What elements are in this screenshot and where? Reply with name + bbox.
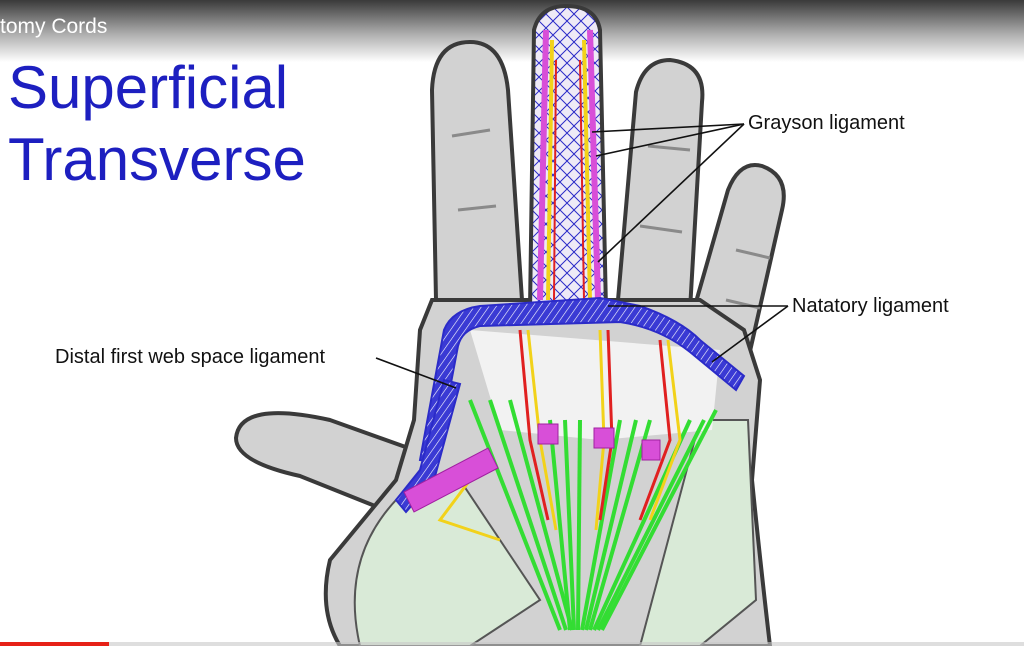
distal-web-leader <box>375 357 457 389</box>
distal-first-web-band <box>394 378 462 514</box>
grayson-leader-3 <box>597 123 745 263</box>
index-finger <box>429 39 525 302</box>
pulleys <box>403 423 661 513</box>
natatory-ligament-label: Natatory ligament <box>792 295 949 317</box>
distal-first-web-space-ligament-label: Distal first web space ligament <box>55 346 326 368</box>
pretendinous-bands <box>468 399 718 631</box>
natatory-ligament-band <box>418 296 746 464</box>
ring-finger <box>615 57 705 313</box>
video-top-gradient <box>0 0 1024 62</box>
grayson-leader-1 <box>591 123 745 133</box>
grayson-ligament-label: Grayson ligament <box>748 112 905 134</box>
video-progress-fill <box>0 642 109 646</box>
slide-title-line-2: Transverse <box>8 126 306 193</box>
video-progress-bar[interactable] <box>0 642 1024 646</box>
finger-bundles <box>537 29 601 301</box>
video-title[interactable]: tomy Cords <box>0 15 108 38</box>
grayson-leader-2 <box>595 123 745 157</box>
natatory-leader-2 <box>711 305 789 363</box>
hypothenar-eminence <box>638 419 758 646</box>
slide-title: Superficial Transverse <box>8 52 306 196</box>
leader-lines <box>375 123 789 389</box>
slide-title-line-1: Superficial <box>8 54 289 121</box>
